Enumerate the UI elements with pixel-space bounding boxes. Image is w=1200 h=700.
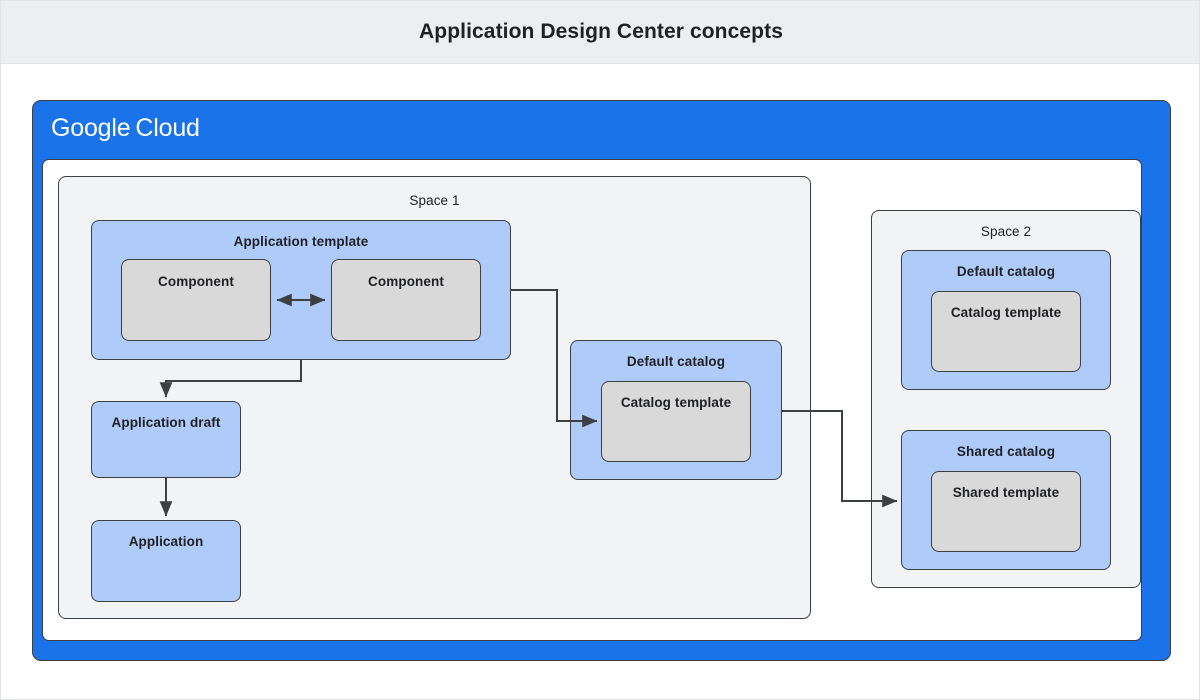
application-draft-label: Application draft bbox=[111, 415, 221, 430]
application-template-label: Application template bbox=[233, 234, 369, 249]
space-2-default-catalog-label: Default catalog bbox=[956, 264, 1056, 279]
application-box: Application bbox=[91, 520, 241, 602]
title-bar: Application Design Center concepts bbox=[1, 1, 1199, 64]
space-1-catalog-template-box: Catalog template bbox=[601, 381, 751, 462]
page-title: Application Design Center concepts bbox=[419, 20, 783, 43]
space-1-catalog-template-label: Catalog template bbox=[620, 395, 732, 410]
google-cloud-logo-google: Google bbox=[51, 114, 131, 142]
application-draft-box: Application draft bbox=[91, 401, 241, 478]
shared-template-label: Shared template bbox=[952, 485, 1060, 500]
google-cloud-logo-cloud: Cloud bbox=[135, 114, 200, 142]
component-box-2: Component bbox=[331, 259, 481, 341]
space-1-label: Space 1 bbox=[409, 193, 460, 208]
component-label-1: Component bbox=[158, 274, 234, 289]
space-1-default-catalog-label: Default catalog bbox=[626, 354, 726, 369]
space-2-catalog-template-label: Catalog template bbox=[950, 305, 1062, 320]
space-2-label: Space 2 bbox=[980, 224, 1032, 239]
application-label: Application bbox=[128, 534, 204, 549]
shared-template-box: Shared template bbox=[931, 471, 1081, 552]
component-box-1: Component bbox=[121, 259, 271, 341]
space-2-catalog-template-box: Catalog template bbox=[931, 291, 1081, 372]
component-label-2: Component bbox=[368, 274, 444, 289]
shared-catalog-label: Shared catalog bbox=[956, 444, 1056, 459]
